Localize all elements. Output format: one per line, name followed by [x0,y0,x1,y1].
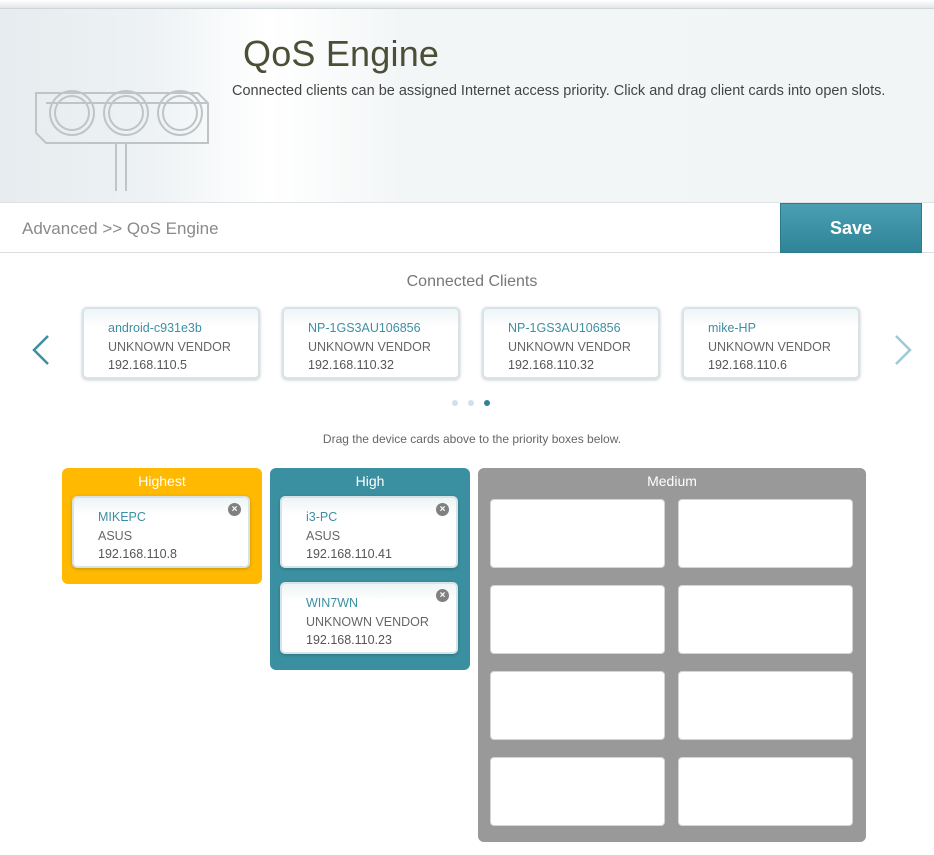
drag-instruction: Drag the device cards above to the prior… [322,432,622,446]
client-ip: 192.168.110.23 [306,633,392,647]
priority-title-medium: Medium [647,473,697,489]
page-dot-1[interactable] [452,400,458,406]
client-name: i3-PC [306,510,338,524]
client-card[interactable]: i3-PC ASUS 192.168.110.41 × [280,496,458,568]
client-name: NP-1GS3AU106856 [508,321,621,335]
client-vendor: UNKNOWN VENDOR [708,340,831,354]
page-header: QoS Engine Connected clients can be assi… [0,9,934,203]
client-name: WIN7WN [306,596,359,610]
client-card[interactable]: android-c931e3b UNKNOWN VENDOR 192.168.1… [82,307,260,379]
priority-title-highest: Highest [138,473,186,489]
empty-slot[interactable] [490,757,665,826]
pagination-dots [452,400,492,408]
client-vendor: UNKNOWN VENDOR [108,340,231,354]
connected-clients-title: Connected Clients [406,273,538,290]
priority-box-medium[interactable]: Medium [478,468,866,842]
save-button[interactable]: Save [780,203,922,253]
client-name: MIKEPC [98,510,146,524]
page-dot-2[interactable] [468,400,474,406]
client-vendor: UNKNOWN VENDOR [508,340,631,354]
client-ip: 192.168.110.41 [306,547,392,561]
empty-slot[interactable] [490,585,665,654]
page-dot-3[interactable] [484,400,490,406]
client-vendor: ASUS [98,529,133,543]
empty-slot[interactable] [678,757,853,826]
client-card[interactable]: mike-HP UNKNOWN VENDOR 192.168.110.6 [682,307,860,379]
remove-icon[interactable]: × [436,503,449,516]
client-ip: 192.168.110.5 [108,358,188,372]
client-card[interactable]: MIKEPC ASUS 192.168.110.8 × [72,496,250,568]
chevron-left-icon[interactable] [30,333,52,367]
client-name: mike-HP [708,321,756,335]
client-vendor: UNKNOWN VENDOR [306,615,429,629]
client-vendor: ASUS [306,529,341,543]
breadcrumb-bar: Advanced >> QoS Engine [0,203,934,253]
priority-box-high[interactable]: High i3-PC ASUS 192.168.110.41 × WIN7WN … [270,468,470,670]
breadcrumb: Advanced >> QoS Engine [22,219,219,238]
client-ip: 192.168.110.32 [308,358,394,372]
client-card[interactable]: WIN7WN UNKNOWN VENDOR 192.168.110.23 × [280,582,458,654]
client-ip: 192.168.110.8 [98,547,178,561]
client-vendor: UNKNOWN VENDOR [308,340,431,354]
client-card[interactable]: NP-1GS3AU106856 UNKNOWN VENDOR 192.168.1… [282,307,460,379]
client-ip: 192.168.110.32 [508,358,594,372]
client-name: android-c931e3b [108,321,202,335]
empty-slot[interactable] [678,671,853,740]
remove-icon[interactable]: × [228,503,241,516]
empty-slot[interactable] [678,585,853,654]
remove-icon[interactable]: × [436,589,449,602]
client-name: NP-1GS3AU106856 [308,321,421,335]
client-card[interactable]: NP-1GS3AU106856 UNKNOWN VENDOR 192.168.1… [482,307,660,379]
page-description: Connected clients can be assigned Intern… [232,83,886,99]
traffic-light-icon [35,90,209,191]
top-bar [0,0,934,9]
priority-title-high: High [355,473,385,489]
client-ip: 192.168.110.6 [708,358,788,372]
empty-slot[interactable] [490,671,665,740]
chevron-right-icon[interactable] [892,333,914,367]
empty-slot[interactable] [678,499,853,568]
empty-slot[interactable] [490,499,665,568]
page-title: QoS Engine [243,33,440,74]
priority-box-highest[interactable]: Highest MIKEPC ASUS 192.168.110.8 × [62,468,262,584]
